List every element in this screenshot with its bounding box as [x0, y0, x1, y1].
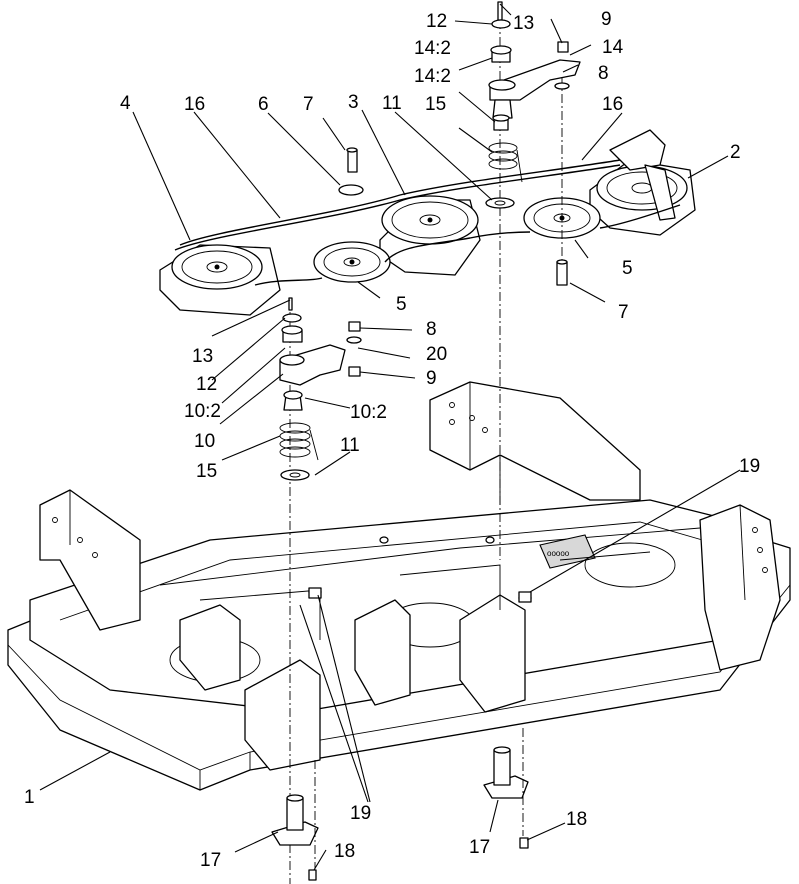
callout-12-left: 12	[196, 374, 217, 395]
leader-lines	[39, 3, 741, 871]
callout-8-mid: 8	[426, 319, 437, 340]
callout-9-top: 9	[601, 9, 612, 30]
callout-19-mid: 19	[350, 803, 371, 824]
callout-11-mid: 11	[340, 435, 360, 456]
callout-15-top: 15	[425, 94, 446, 115]
callout-17-left: 17	[200, 850, 221, 871]
deck-nut-left	[308, 587, 322, 599]
callout-17-right: 17	[469, 837, 490, 858]
callout-8-top: 8	[598, 63, 609, 84]
pulley-bolt-right	[556, 259, 568, 286]
callout-5-right: 5	[622, 258, 633, 279]
callout-14-2-upper: 14:2	[414, 38, 451, 59]
callout-labels: 1 2 3 4 5 5 6 7 7 8 8 9 9 10 10:2 10:2 1…	[24, 9, 760, 871]
center-spindle-pulley-assembly	[379, 195, 481, 276]
deck-nut-right	[518, 591, 532, 603]
deck-mount-right	[314, 728, 529, 868]
deck-drive-belt	[174, 159, 681, 286]
mower-deck-housing: ooooo	[7, 381, 791, 791]
callout-13-left: 13	[192, 346, 213, 367]
callout-13-top: 13	[513, 13, 534, 34]
callout-16-right: 16	[602, 94, 623, 115]
callout-2: 2	[730, 142, 741, 163]
callout-1: 1	[24, 787, 35, 808]
callout-14-2-lower: 14:2	[414, 66, 451, 87]
deck-mount-left	[271, 794, 319, 881]
right-spindle-pulley-assembly	[589, 129, 696, 236]
callout-18-left: 18	[334, 841, 355, 862]
callout-10-2-left: 10:2	[184, 401, 221, 422]
callout-9-mid: 9	[426, 368, 437, 389]
callout-19-right: 19	[739, 456, 760, 477]
callout-10-2-right: 10:2	[350, 402, 387, 423]
idler-spring-left	[279, 422, 319, 461]
left-spindle-pulley-assembly	[159, 244, 281, 316]
callout-7-top: 7	[303, 94, 314, 115]
callout-3: 3	[348, 92, 359, 113]
svg-text:ooooo: ooooo	[547, 549, 570, 558]
callout-12-top: 12	[426, 11, 447, 32]
callout-6: 6	[258, 94, 269, 115]
callout-4: 4	[120, 93, 131, 114]
callout-16-left: 16	[184, 94, 205, 115]
callout-20: 20	[426, 344, 447, 365]
idler-spring-right	[488, 142, 523, 183]
callout-10: 10	[194, 431, 215, 452]
pulley-bolt-left	[338, 147, 364, 196]
callout-18-right: 18	[566, 809, 587, 830]
left-idler-pulley	[313, 241, 391, 283]
left-idler-hardware-stack	[279, 297, 362, 884]
callout-11-top: 11	[382, 93, 402, 114]
callout-7-right: 7	[618, 302, 629, 323]
callout-15-left: 15	[196, 461, 217, 482]
callout-5-left: 5	[396, 294, 407, 315]
callout-14: 14	[602, 37, 624, 58]
